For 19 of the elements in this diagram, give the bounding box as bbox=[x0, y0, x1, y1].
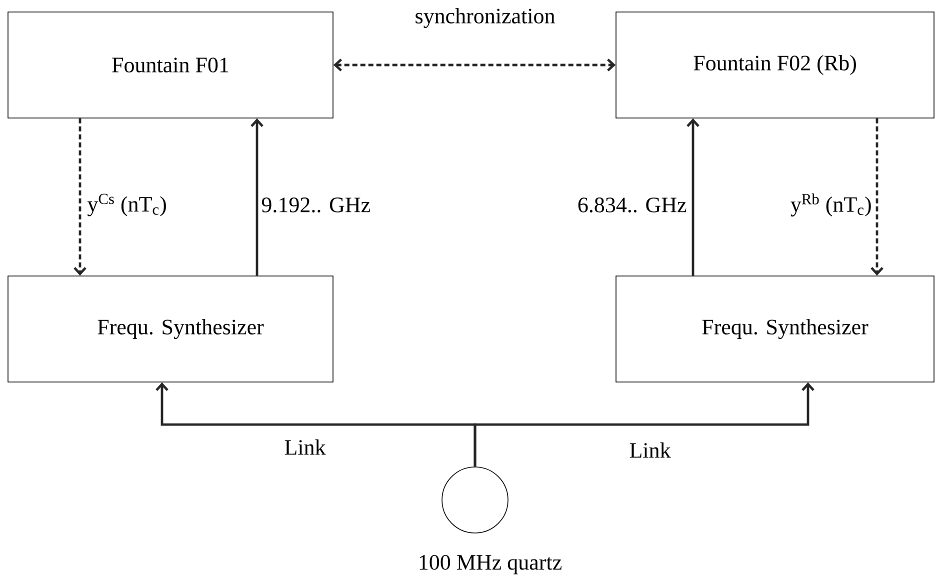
edge-label: Link bbox=[283, 438, 327, 456]
block-box: Frequ. Synthesizer bbox=[616, 276, 934, 382]
block-box: Fountain F02 (Rb) bbox=[616, 12, 934, 118]
edge-label: 9.192.. GHz bbox=[260, 196, 372, 214]
arrow bbox=[686, 118, 700, 276]
edge-label: synchronization bbox=[414, 7, 556, 29]
edge-label: y$^{Rb}$ (nT$_{c}$) bbox=[789, 192, 873, 218]
circle-shape bbox=[442, 466, 508, 534]
arrow bbox=[74, 118, 86, 276]
edge-label: Link bbox=[628, 441, 672, 459]
block-box: Fountain F01 bbox=[8, 12, 334, 118]
edge-label: 6.834.. GHz bbox=[576, 196, 688, 214]
arrow bbox=[333, 58, 616, 72]
arrow bbox=[870, 118, 884, 276]
arrow bbox=[474, 382, 814, 467]
node-caption: 100 MHz quartz bbox=[420, 554, 562, 574]
edge-label: y$^{Cs}$ (nT$_{c}$) bbox=[86, 192, 168, 218]
arrow bbox=[250, 118, 264, 276]
block-box: Frequ. Synthesizer bbox=[8, 276, 334, 382]
